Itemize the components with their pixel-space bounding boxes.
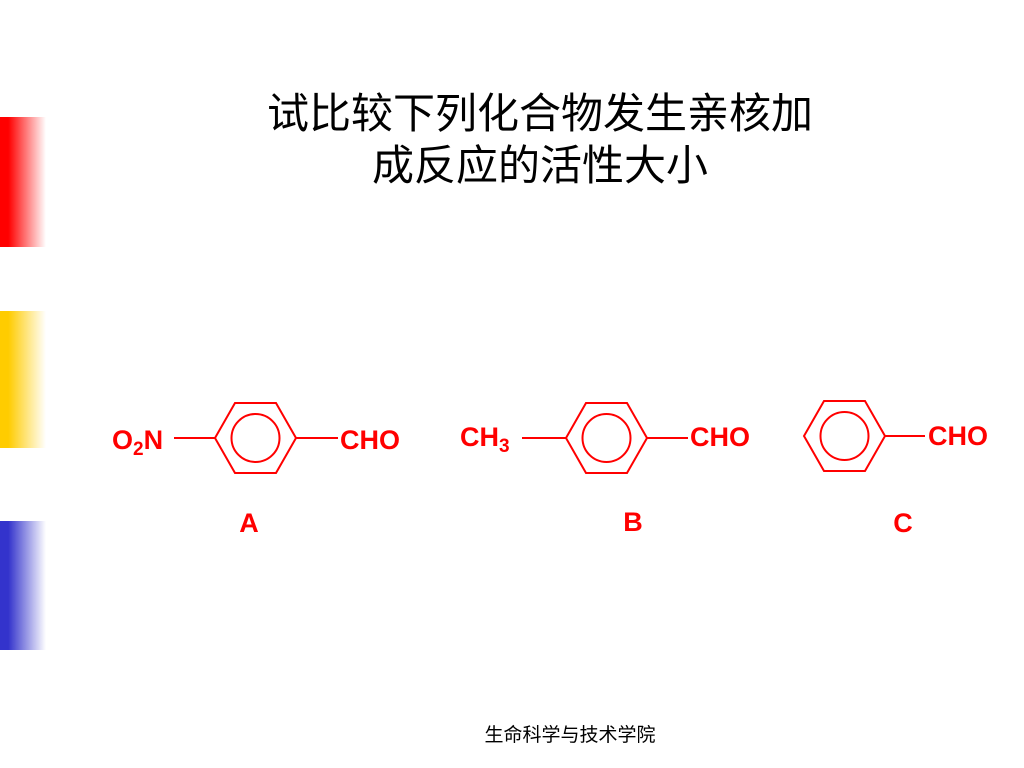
slide-title: 试比较下列化合物发生亲核加 成反应的活性大小 — [190, 88, 890, 192]
decor-stripe-blue — [0, 521, 46, 650]
structure-c-label: C — [893, 508, 913, 538]
slide-title-line-2: 成反应的活性大小 — [371, 141, 708, 190]
slide-title-line-1: 试比较下列化合物发生亲核加 — [266, 89, 813, 138]
structure-b-label: B — [623, 507, 643, 537]
structure-a-group: CHO — [340, 425, 400, 455]
slide-footer: 生命科学与技术学院 — [484, 724, 656, 746]
structure-c-ring — [802, 400, 887, 472]
structure-b-substituent: CH3 — [460, 422, 510, 457]
decor-stripe-red — [0, 117, 46, 247]
structure-a-label: A — [239, 508, 259, 538]
structure-c-group: CHO — [928, 421, 988, 451]
structure-a-substituent: O2N — [112, 425, 163, 460]
structure-b-ring — [564, 402, 649, 474]
structure-a-ring — [213, 402, 298, 474]
decor-stripe-yellow — [0, 311, 46, 448]
structure-b-group: CHO — [690, 422, 750, 452]
